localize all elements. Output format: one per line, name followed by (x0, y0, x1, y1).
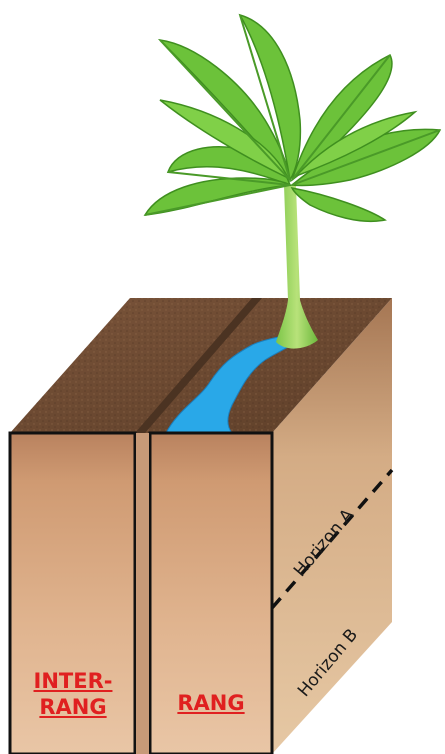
rang-label: RANG (152, 690, 270, 716)
inter-rang-label-line2: RANG (14, 694, 132, 720)
inter-rang-label-line1: INTER- (14, 668, 132, 694)
inter-rang-label: INTER- RANG (14, 668, 132, 720)
